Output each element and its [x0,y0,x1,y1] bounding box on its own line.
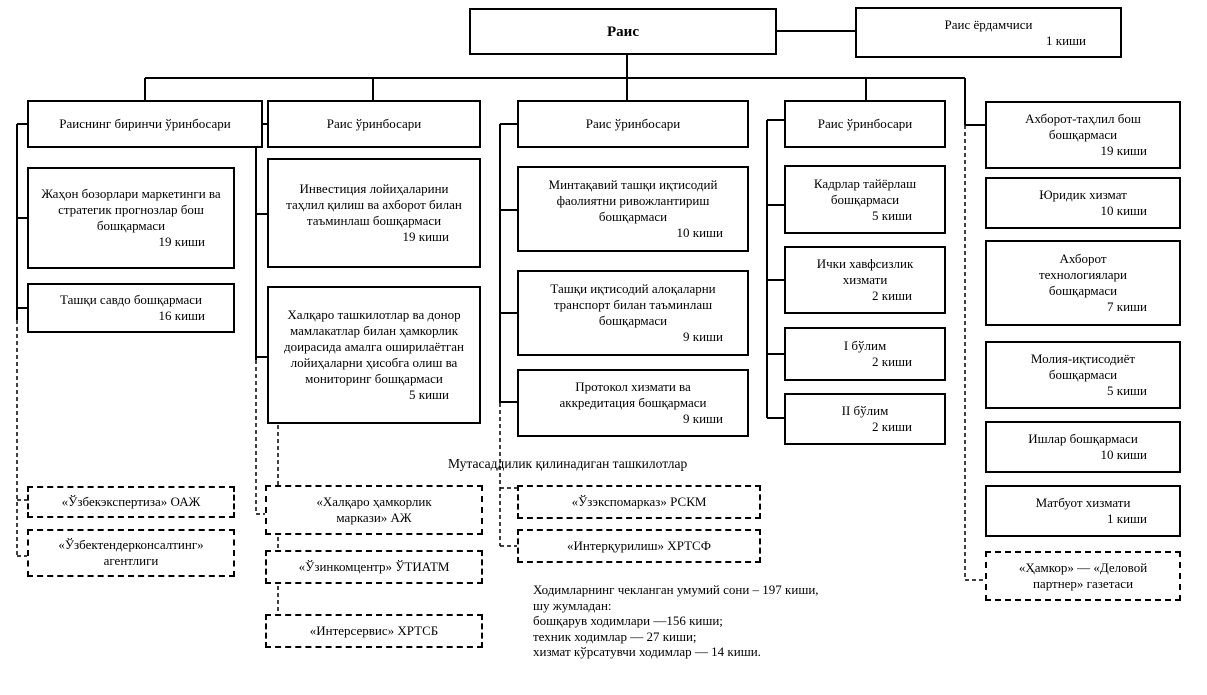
staff-summary-line: шу жумладан: [533,597,612,613]
col1-dept-1-count: 19 киши [158,234,206,249]
affiliated-col2-1-name: «Халқаро ҳамкорлик маркази» АЖ [316,494,432,525]
affiliated-col5-1-name: «Ҳамкор» — «Деловой партнер» газетаси [1018,560,1148,591]
col5-dept-2: Юридик хизмат 10 киши [985,177,1181,229]
col5-dept-4-name: Молия-иқтисодиёт бошқармаси [1030,351,1136,382]
col5-dept-6-name: Матбуот хизмати [1035,495,1131,510]
affiliated-col2-2-name: «Ўзинкомцентр» ЎТИАТМ [298,559,450,574]
chair-title: Раис [607,23,639,40]
col2-dept-1: Инвестиция лойиҳаларини таҳлил қилиш ва … [267,158,481,268]
col4-dept-1-name: Кадрлар тайёрлаш бошқармаси [813,175,917,207]
col5-dept-6-count: 1 киши [1107,511,1147,526]
col4-dept-3: I бўлим 2 киши [784,327,946,381]
affiliated-col1-1: «Ўзбекэкспертиза» ОАЖ [27,486,235,518]
chair-box: Раис [469,8,777,55]
affiliated-title: Мутасаддилик қилинадиган ташкилотлар [448,456,688,471]
col3-dept-1-name: Минтақавий ташқи иқтисодий фаолиятни рив… [548,177,718,224]
col2-dept-2-name: Халқаро ташкилотлар ва донор мамлакатлар… [283,307,465,386]
col5-dept-4: Молия-иқтисодиёт бошқармаси 5 киши [985,341,1181,409]
deputy-first-title: Раиснинг биринчи ўринбосари [59,116,231,131]
col2-dept-1-count: 19 киши [402,229,450,244]
affiliated-col3-1-name: «Ўзэкспомарказ» РСКМ [571,494,707,509]
col5-dept-5-name: Ишлар бошқармаси [1028,431,1138,446]
col5-dept-2-name: Юридик хизмат [1039,187,1127,202]
col3-dept-1: Минтақавий ташқи иқтисодий фаолиятни рив… [517,166,749,252]
col4-dept-2-count: 2 киши [872,288,912,303]
deputy-4-title: Раис ўринбосари [817,116,913,131]
col4-dept-3-name: I бўлим [843,338,887,353]
col3-dept-3-name: Протокол хизмати ва аккредитация бошқарм… [559,379,707,410]
col3-dept-2-name: Ташқи иқтисодий алоқаларни транспорт бил… [550,281,716,328]
assistant-count: 1 киши [1046,32,1086,48]
deputy-2-title: Раис ўринбосари [326,116,422,131]
deputy-3-title: Раис ўринбосари [585,116,681,131]
affiliated-col5-1: «Ҳамкор» — «Деловой партнер» газетаси [985,551,1181,601]
affiliated-col1-1-name: «Ўзбекэкспертиза» ОАЖ [61,494,201,509]
col4-dept-4: II бўлим 2 киши [784,393,946,445]
col4-dept-2: Ички хавфсизлик хизмати 2 киши [784,246,946,314]
staff-summary: Ходимларнинг чекланган умумий сони – 197… [533,582,819,660]
col5-dept-1-name: Ахборот-таҳлил бош бошқармаси [1025,111,1141,142]
affiliated-col1-2: «Ўзбектендерконсалтинг» агентлиги [27,529,235,577]
affiliated-col2-2: «Ўзинкомцентр» ЎТИАТМ [265,550,483,584]
affiliated-col3-2: «Интерқурилиш» ХРТСФ [517,529,761,563]
col1-dept-1: Жаҳон бозорлари маркетинги ва стратегик … [27,167,235,269]
col5-dept-5: Ишлар бошқармаси 10 киши [985,421,1181,473]
col3-dept-3-count: 9 киши [683,411,723,426]
col3-dept-1-count: 10 киши [676,225,724,240]
col4-dept-4-count: 2 киши [872,419,912,434]
assistant-title: Раис ёрдамчиси [944,16,1033,32]
col3-dept-2: Ташқи иқтисодий алоқаларни транспорт бил… [517,270,749,356]
affiliated-col3-2-name: «Интерқурилиш» ХРТСФ [567,538,711,553]
deputy-4: Раис ўринбосари [784,100,946,148]
staff-summary-line: Ходимларнинг чекланган умумий сони – 197… [533,582,819,597]
col5-dept-3: Ахборот технологиялари бошқармаси 7 киши [985,240,1181,326]
col1-dept-1-name: Жаҳон бозорлари маркетинги ва стратегик … [41,186,221,233]
col1-dept-2-count: 16 киши [158,308,206,323]
col4-dept-3-count: 2 киши [872,354,912,369]
col5-dept-4-count: 5 киши [1107,383,1147,398]
col1-dept-2-name: Ташқи савдо бошқармаси [60,292,202,307]
staff-summary-line: бошқарув ходимлари —156 киши; [533,613,723,628]
col5-dept-3-name: Ахборот технологиялари бошқармаси [1038,251,1128,298]
affiliated-col3-1: «Ўзэкспомарказ» РСКМ [517,485,761,519]
assistant-box: Раис ёрдамчиси 1 киши [855,7,1122,58]
affiliated-col1-2-name: «Ўзбектендерконсалтинг» агентлиги [58,537,204,568]
deputy-first: Раиснинг биринчи ўринбосари [27,100,263,148]
col5-dept-1-count: 19 киши [1100,143,1148,158]
col5-dept-2-count: 10 киши [1100,203,1148,218]
deputy-3: Раис ўринбосари [517,100,749,148]
col3-dept-3: Протокол хизмати ва аккредитация бошқарм… [517,369,749,437]
col4-dept-1: Кадрлар тайёрлаш бошқармаси 5 киши [784,165,946,234]
col4-dept-1-count: 5 киши [872,207,912,223]
col2-dept-1-name: Инвестиция лойиҳаларини таҳлил қилиш ва … [286,181,462,228]
col2-dept-2: Халқаро ташкилотлар ва донор мамлакатлар… [267,286,481,424]
affiliated-col2-3-name: «Интерсервис» ХРТСБ [309,623,439,638]
col3-dept-2-count: 9 киши [683,329,723,344]
deputy-2: Раис ўринбосари [267,100,481,148]
affiliated-col2-1: «Халқаро ҳамкорлик маркази» АЖ [265,485,483,535]
col4-dept-2-name: Ички хавфсизлик хизмати [816,256,914,287]
col2-dept-2-count: 5 киши [409,387,449,402]
affiliated-col2-3: «Интерсервис» ХРТСБ [265,614,483,648]
staff-summary-line: техник ходимлар — 27 киши; [533,628,697,644]
col4-dept-4-name: II бўлим [841,403,889,418]
col5-dept-6: Матбуот хизмати 1 киши [985,485,1181,537]
col1-dept-2: Ташқи савдо бошқармаси 16 киши [27,283,235,333]
staff-summary-line: хизмат кўрсатувчи ходимлар — 14 киши. [533,644,761,659]
col5-dept-5-count: 10 киши [1100,447,1148,462]
col5-dept-3-count: 7 киши [1107,299,1147,314]
col5-dept-1: Ахборот-таҳлил бош бошқармаси 19 киши [985,101,1181,169]
